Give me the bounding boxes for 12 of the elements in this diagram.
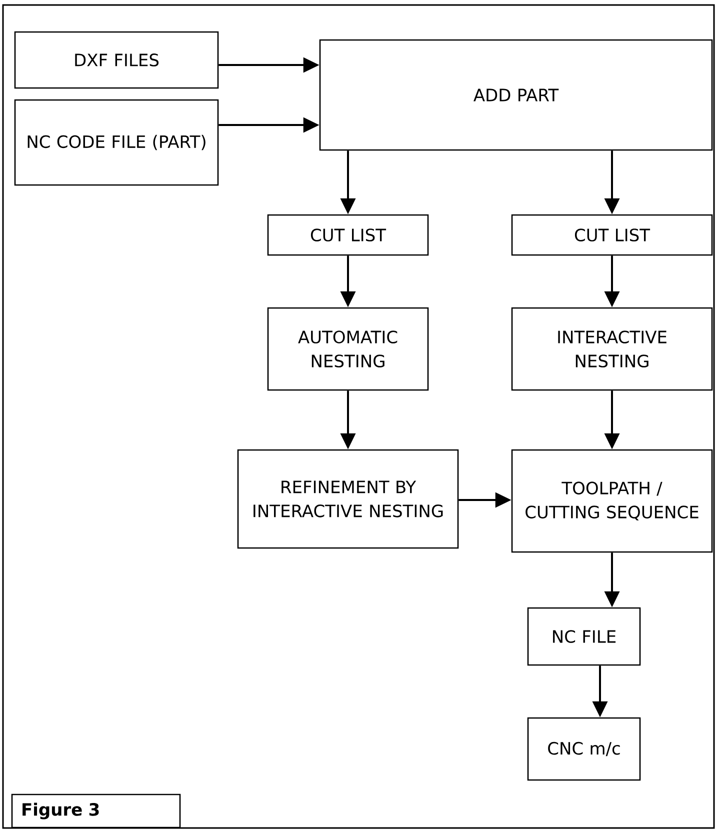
process-box: INTERACTIVE NESTING: [511, 307, 713, 391]
process-box: ADD PART: [319, 39, 713, 151]
process-box: CNC m/c: [527, 717, 641, 781]
process-box: TOOLPATH / CUTTING SEQUENCE: [511, 449, 713, 553]
process-box: NC CODE FILE (PART): [14, 99, 219, 186]
process-box: DXF FILES: [14, 31, 219, 89]
process-box: CUT LIST: [511, 214, 713, 256]
process-box: NC FILE: [527, 607, 641, 666]
process-box: AUTOMATIC NESTING: [267, 307, 429, 391]
process-box: REFINEMENT BY INTERACTIVE NESTING: [237, 449, 459, 549]
figure-caption: Figure 3: [11, 794, 181, 828]
process-box: CUT LIST: [267, 214, 429, 256]
